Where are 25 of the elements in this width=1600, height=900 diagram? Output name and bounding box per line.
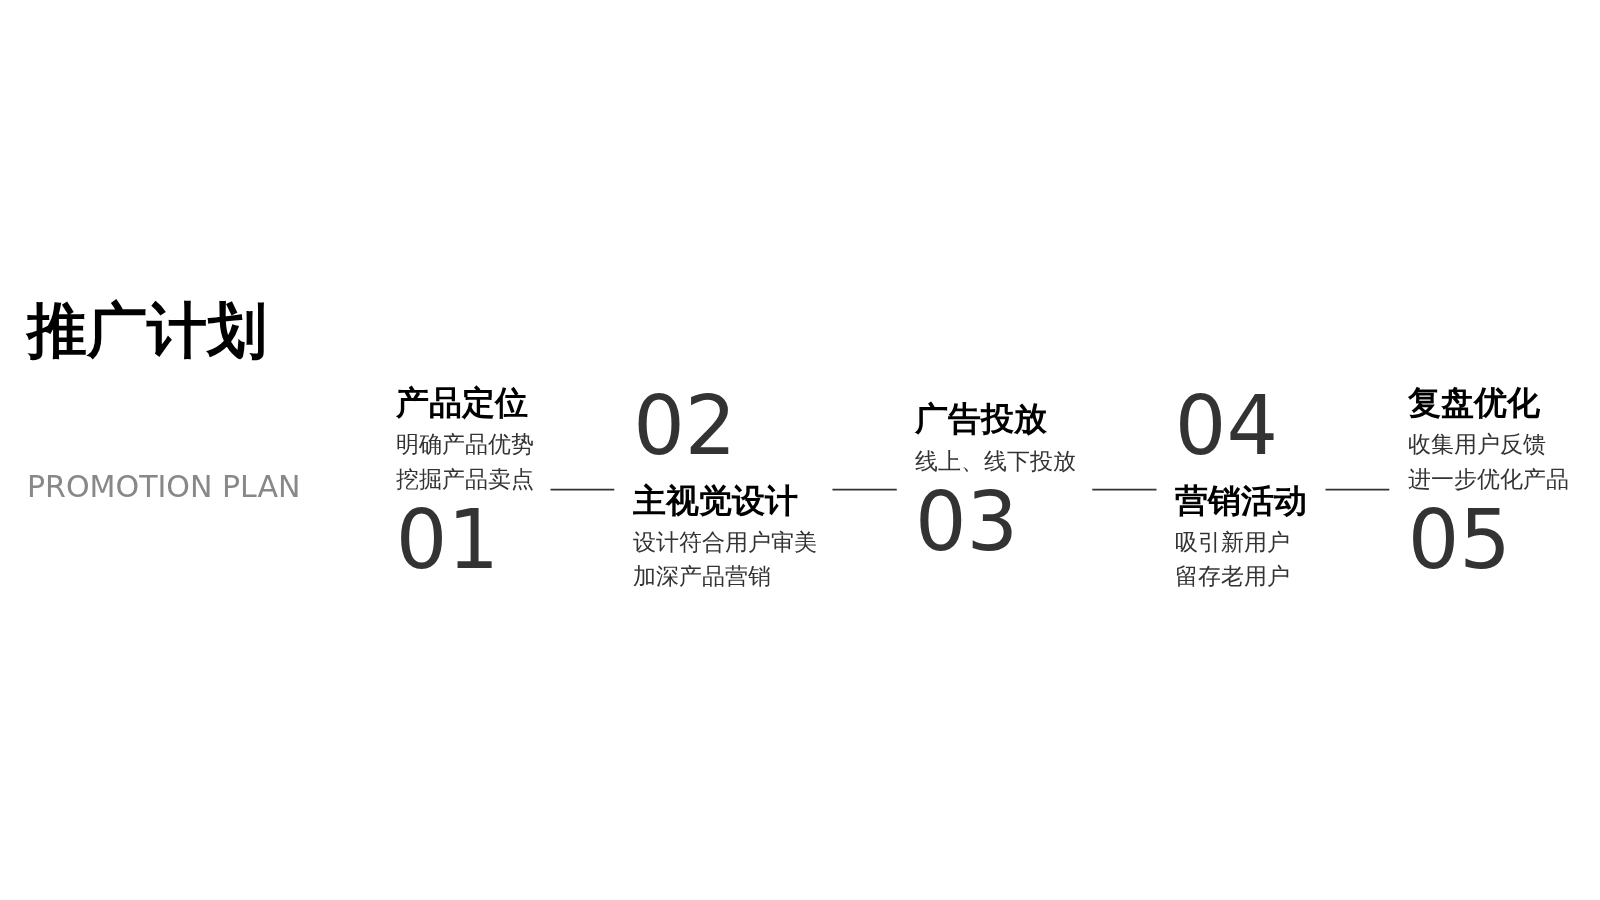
node-text: 03: [914, 474, 1019, 569]
node-label: 主视觉设计: [633, 480, 799, 519]
node-text: 01: [395, 492, 500, 587]
connector: [549, 488, 616, 490]
node-label: 线上、线下投放: [914, 447, 1076, 474]
node-label: 设计符合用户审美: [633, 528, 818, 555]
node-label: 加深产品营销: [633, 562, 772, 589]
node-label: 留存老用户: [1174, 562, 1290, 589]
diagram-title: 推广计划: [27, 294, 268, 365]
node-label: 挖掘产品卖点: [395, 465, 534, 492]
node-label: 明确产品优势: [395, 430, 534, 457]
node-label: 收集用户反馈: [1407, 430, 1546, 457]
node-label: 进一步优化产品: [1407, 465, 1569, 492]
node-label: 营销活动: [1174, 480, 1307, 519]
node-text: 02: [633, 378, 737, 473]
node-label: 广告投放: [914, 398, 1047, 438]
node-text: 05: [1407, 492, 1511, 587]
node-text: 04: [1174, 378, 1279, 473]
connector: [1091, 488, 1158, 490]
connector: [1324, 488, 1391, 490]
node-label: 产品定位: [395, 382, 528, 422]
label: PROMOTION PLAN: [26, 468, 301, 504]
node-label: 吸引新用户: [1174, 528, 1290, 555]
node-label: 复盘优化: [1407, 382, 1540, 422]
connector: [831, 488, 898, 490]
